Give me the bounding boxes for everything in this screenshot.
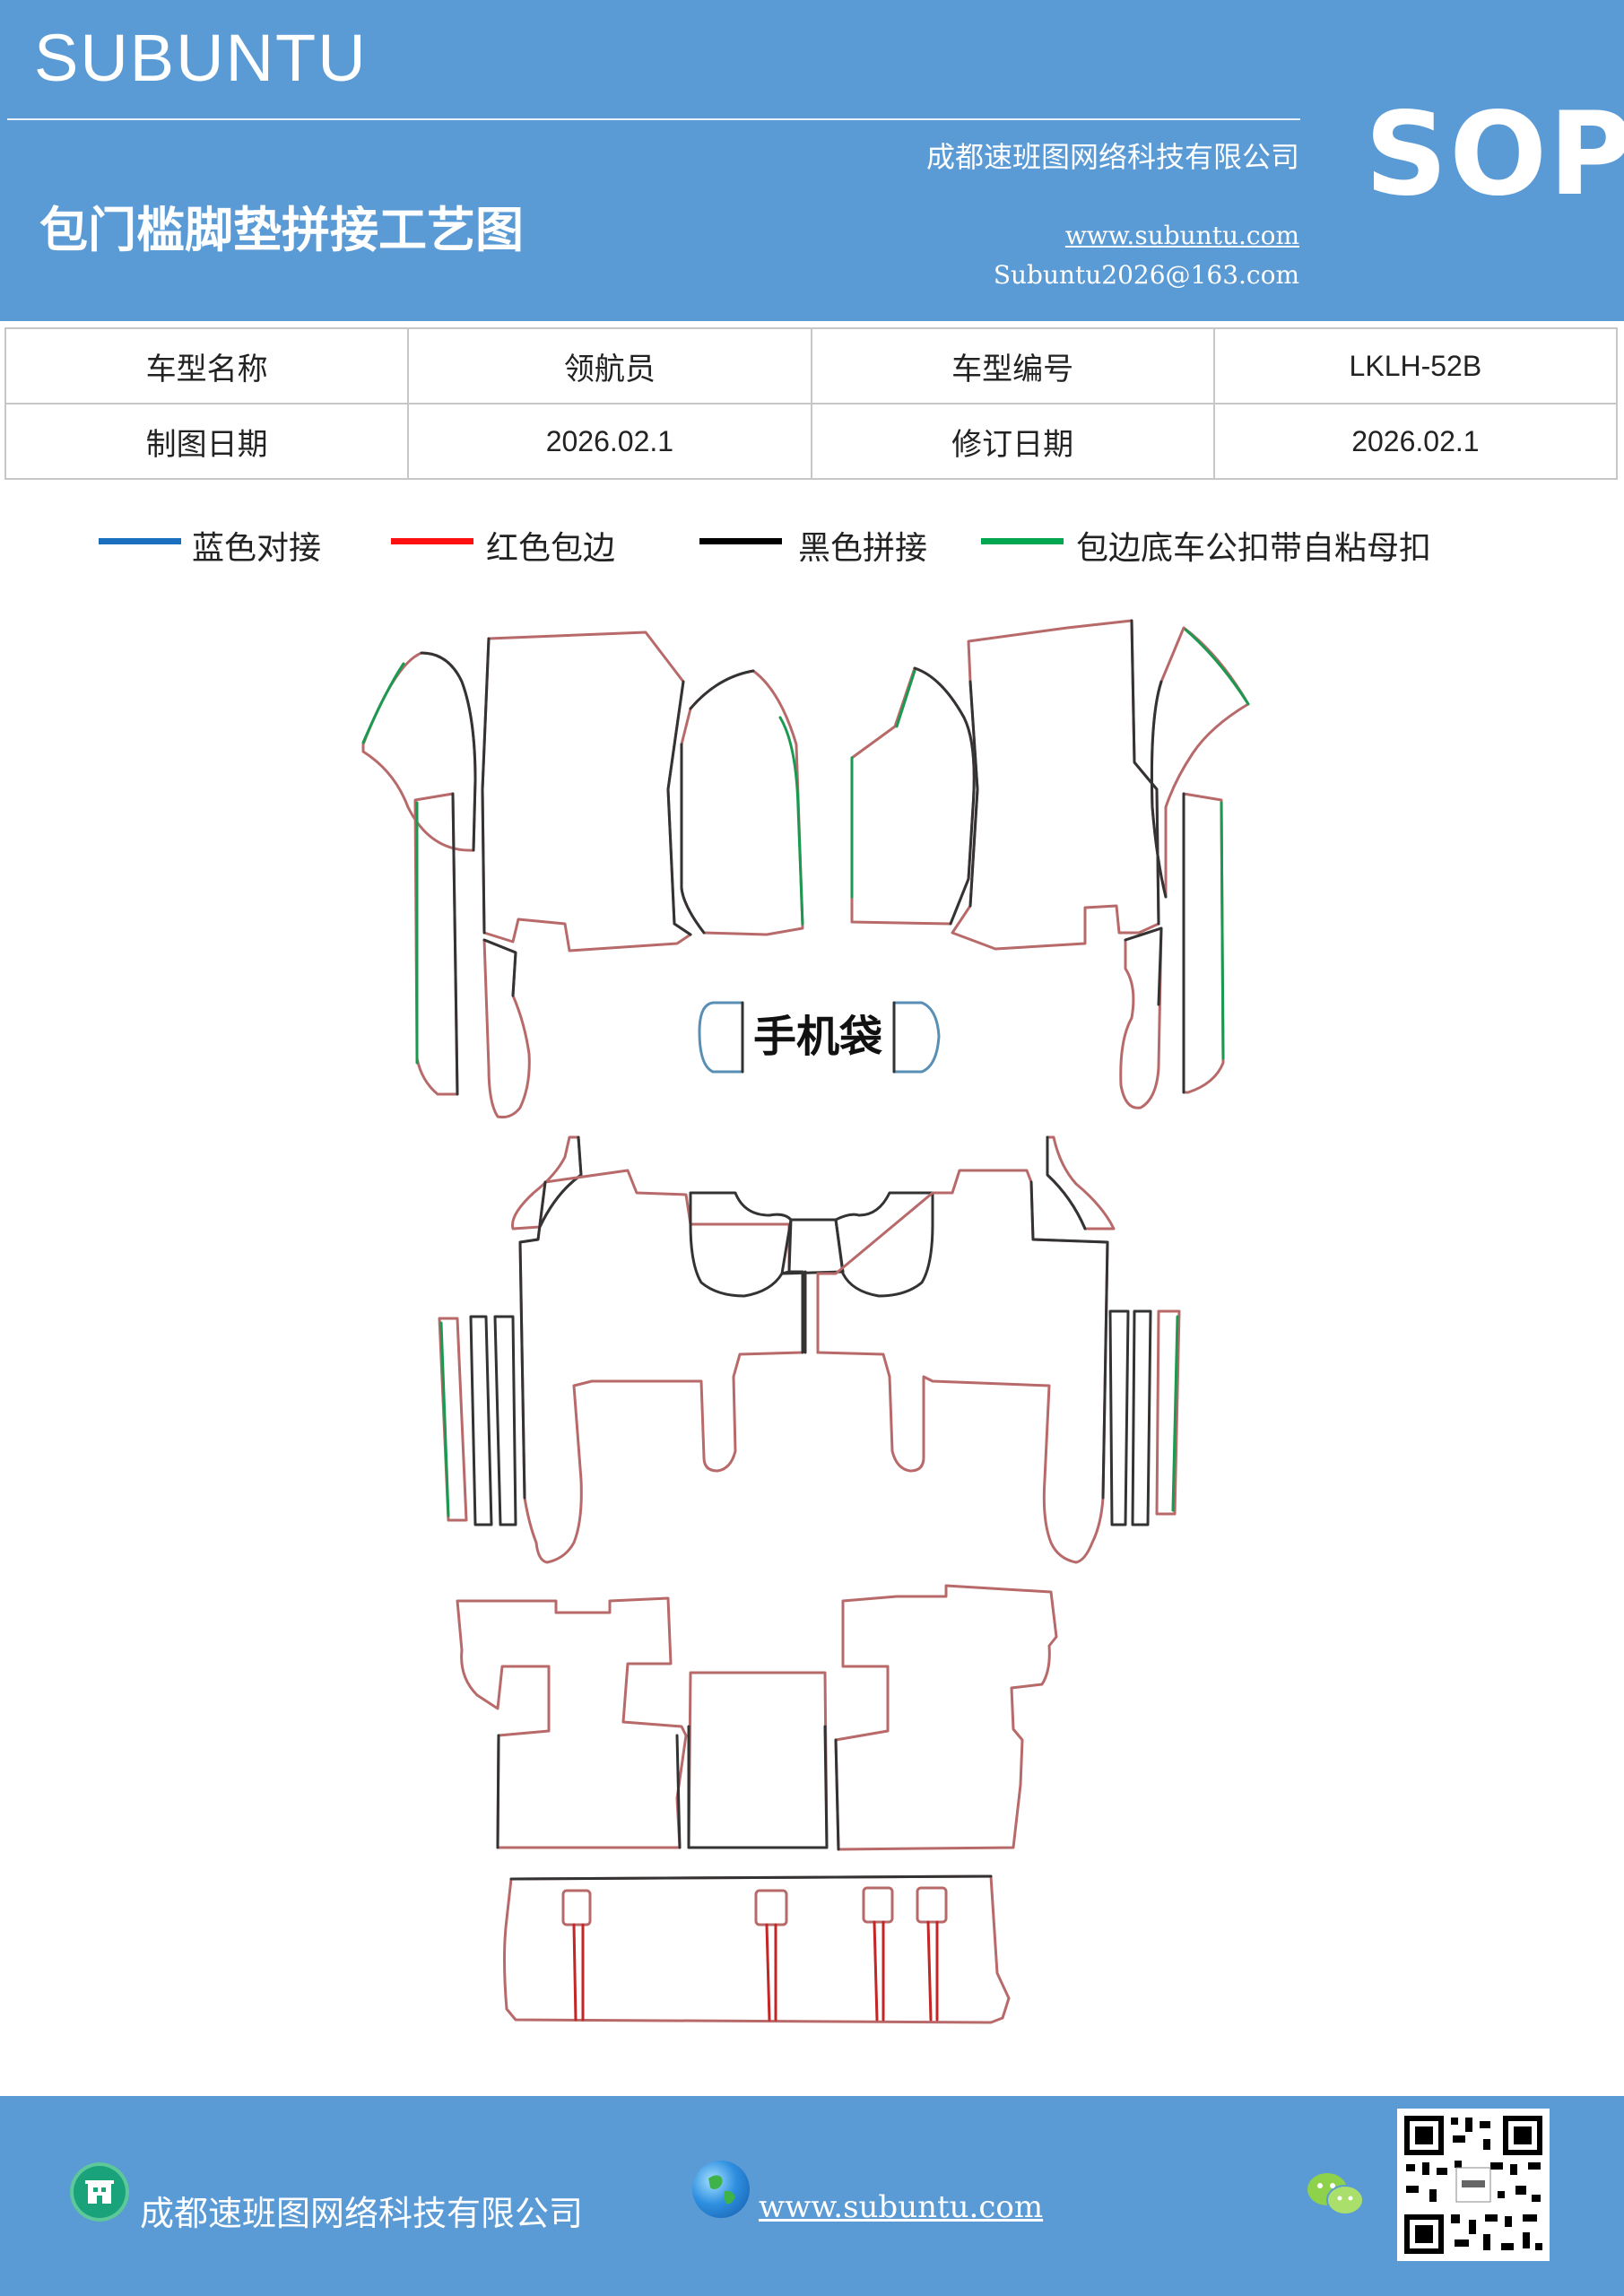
velcro-edge bbox=[439, 1321, 450, 1518]
legend-label: 包边底车公扣带自粘母扣 bbox=[1076, 530, 1432, 567]
anchor-tab bbox=[916, 1886, 948, 1924]
header-divider bbox=[7, 118, 1300, 120]
mat-piece bbox=[816, 1169, 1109, 1564]
red-seam bbox=[926, 1920, 939, 2022]
sop-badge: SOP bbox=[1365, 88, 1624, 222]
seam-line bbox=[482, 938, 517, 997]
wechat-icon bbox=[1304, 2168, 1367, 2222]
mat-piece bbox=[687, 1671, 829, 1849]
legend-swatch-green bbox=[981, 538, 1064, 544]
mat-piece bbox=[1150, 626, 1250, 899]
red-seam bbox=[765, 1923, 777, 2022]
anchor-tab bbox=[754, 1889, 788, 1926]
phone-pocket-right-tab bbox=[892, 1001, 941, 1074]
table-cell-label: 修订日期 bbox=[810, 403, 1215, 480]
mat-piece bbox=[481, 631, 692, 952]
seam-line bbox=[451, 792, 459, 1096]
legend-swatch-blue bbox=[99, 538, 181, 544]
anchor-tab bbox=[862, 1886, 894, 1924]
page-footer: 成都速班图网络科技有限公司 www.subuntu.com bbox=[0, 2096, 1624, 2296]
seam-line bbox=[913, 666, 976, 926]
seam-line bbox=[496, 1734, 682, 1849]
red-seam bbox=[873, 1920, 885, 2022]
table-cell-label: 车型编号 bbox=[810, 327, 1215, 404]
table-cell-value: LKLH-52B bbox=[1212, 327, 1619, 404]
company-name: 成都速班图网络科技有限公司 bbox=[925, 140, 1299, 174]
mat-piece bbox=[680, 669, 804, 936]
sill-strip bbox=[469, 1315, 493, 1526]
console-piece bbox=[834, 1191, 934, 1298]
page-header: SUBUNTU 成都速班图网络科技有限公司 包门槛脚垫拼接工艺图 www.sub… bbox=[0, 0, 1624, 321]
seam-line bbox=[834, 1738, 840, 1851]
mat-piece bbox=[951, 619, 1160, 951]
seam-line bbox=[481, 637, 692, 936]
legend-label: 红色包边 bbox=[486, 530, 616, 567]
building-icon bbox=[70, 2162, 129, 2222]
seam-line bbox=[509, 1874, 993, 1881]
red-seam bbox=[572, 1923, 585, 2022]
footer-company-name: 成都速班图网络科技有限公司 bbox=[140, 2194, 584, 2233]
anchor-tab bbox=[561, 1889, 592, 1926]
phone-pocket-left-tab bbox=[698, 1001, 744, 1074]
sill-strip bbox=[1182, 792, 1225, 1094]
velcro-edge bbox=[1220, 801, 1225, 1060]
seam-line bbox=[538, 1135, 583, 1229]
brand-logo: SUBUNTU bbox=[34, 21, 368, 95]
vehicle-info-table: 车型名称 领航员 车型编号 LKLH-52B 制图日期 2026.02.1 修订… bbox=[4, 327, 1619, 480]
seam-line bbox=[1029, 1180, 1109, 1500]
email-address: Subuntu2026@163.com bbox=[993, 260, 1299, 290]
phone-pocket-label: 手机袋 bbox=[753, 1012, 882, 1062]
velcro-edge bbox=[850, 669, 916, 899]
console-piece bbox=[689, 1191, 793, 1298]
legend-swatch-red bbox=[391, 538, 473, 544]
seam-line bbox=[1046, 1135, 1087, 1231]
velcro-edge bbox=[778, 716, 804, 926]
table-cell-value: 领航员 bbox=[407, 327, 812, 404]
table-cell-value: 2026.02.1 bbox=[407, 403, 812, 480]
mat-piece bbox=[518, 1169, 804, 1564]
legend-label: 黑色拼接 bbox=[798, 530, 928, 567]
velcro-edge bbox=[1171, 1315, 1179, 1512]
qr-code[interactable] bbox=[1397, 2109, 1550, 2261]
mat-piece bbox=[1046, 1135, 1116, 1231]
seam-line bbox=[1150, 680, 1168, 899]
velcro-edge bbox=[361, 662, 405, 744]
legend-swatch-black bbox=[699, 538, 782, 544]
table-cell-value: 2026.02.1 bbox=[1212, 403, 1619, 480]
seam-line bbox=[803, 1270, 820, 1354]
table-row: 车型名称 领航员 车型编号 LKLH-52B bbox=[4, 327, 1619, 404]
seam-line bbox=[968, 619, 1160, 926]
legend-label: 蓝色对接 bbox=[192, 530, 322, 567]
table-cell-label: 车型名称 bbox=[4, 327, 410, 404]
website-link[interactable]: www.subuntu.com bbox=[1064, 221, 1299, 250]
seam-line bbox=[680, 669, 755, 935]
seam-line bbox=[420, 651, 477, 852]
mat-piece bbox=[503, 1874, 1011, 2024]
mat-piece bbox=[850, 666, 976, 926]
sill-strip bbox=[1131, 1309, 1152, 1526]
floor-mat-diagram: 手机袋 bbox=[361, 619, 1250, 2024]
mat-piece bbox=[834, 1584, 1058, 1851]
sill-strip bbox=[1119, 926, 1163, 1109]
sill-strip bbox=[1108, 1309, 1130, 1526]
mat-piece bbox=[456, 1596, 688, 1849]
globe-icon bbox=[692, 2161, 750, 2218]
seam-line bbox=[687, 1725, 829, 1849]
document-title: 包门槛脚垫拼接工艺图 bbox=[39, 201, 524, 258]
footer-website-link[interactable]: www.subuntu.com bbox=[759, 2189, 1044, 2225]
sill-strip bbox=[1155, 1309, 1181, 1516]
table-cell-label: 制图日期 bbox=[4, 403, 410, 480]
sill-strip bbox=[482, 938, 531, 1118]
table-row: 制图日期 2026.02.1 修订日期 2026.02.1 bbox=[4, 403, 1619, 480]
sill-strip bbox=[413, 792, 459, 1096]
mat-piece bbox=[361, 651, 477, 852]
color-legend: 蓝色对接 红色包边 黑色拼接 包边底车公扣带自粘母扣 bbox=[0, 527, 1624, 572]
velcro-edge bbox=[1184, 628, 1250, 706]
sill-strip bbox=[493, 1315, 517, 1526]
seam-line bbox=[518, 1180, 804, 1500]
seam-line bbox=[1124, 926, 1163, 1006]
